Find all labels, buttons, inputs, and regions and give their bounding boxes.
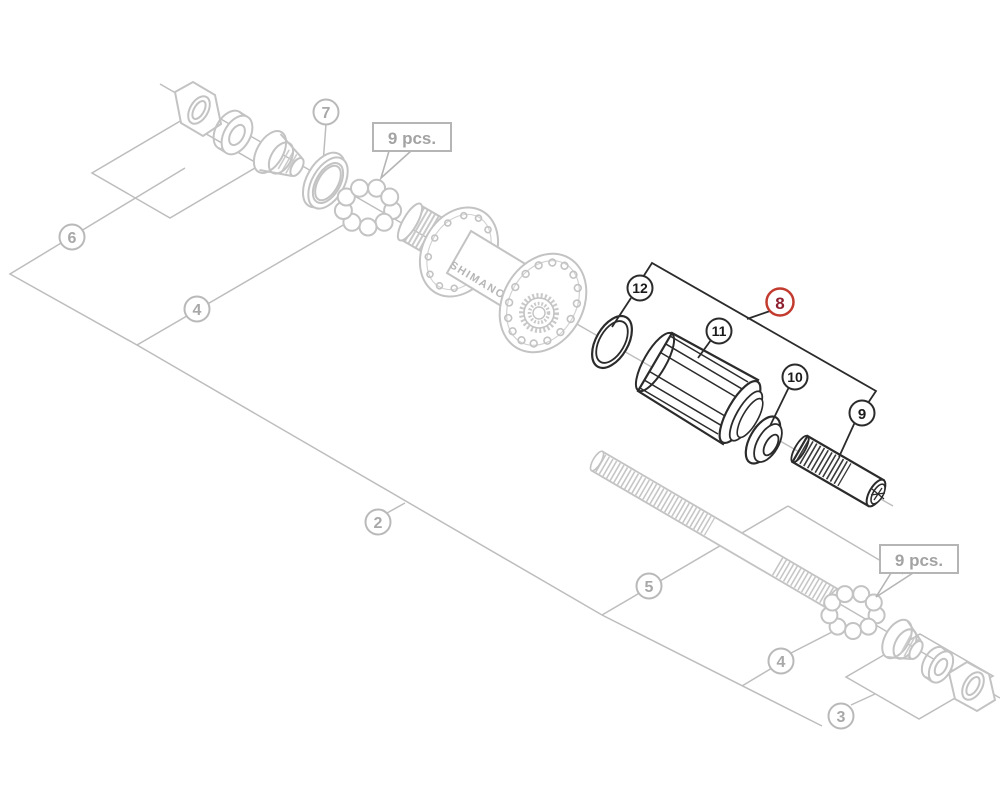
axle: [589, 450, 841, 610]
svg-text:6: 6: [68, 230, 77, 247]
lock-nut-left: [173, 80, 223, 138]
hub-ratchet-ring: [519, 293, 559, 333]
callout-9-stem: [838, 421, 856, 458]
callout-10-stem: [769, 386, 790, 427]
svg-text:2: 2: [374, 515, 383, 532]
axle-thread-right: [771, 557, 836, 606]
cone-right: [881, 618, 924, 661]
callout-12: 12: [626, 274, 654, 302]
group-bracket-8: [611, 261, 878, 458]
ball-retainer-left: [333, 178, 403, 237]
callout-5: 5: [635, 572, 663, 600]
svg-text:12: 12: [632, 280, 648, 296]
svg-text:4: 4: [777, 654, 786, 671]
hub-body: SHIMANO: [396, 202, 588, 354]
callouts-dark: 12 11 10 9: [626, 274, 876, 427]
callout-3-stem: [850, 693, 876, 706]
washer-10: [744, 415, 783, 465]
svg-text:5: 5: [645, 579, 654, 596]
callout-3: 3: [827, 702, 855, 730]
svg-text:10: 10: [787, 369, 803, 385]
quantity-label-top: 9 pcs.: [372, 122, 452, 181]
washer-left: [212, 109, 254, 156]
freehub-body: [634, 331, 764, 446]
callout-11: 11: [705, 317, 733, 345]
svg-text:9: 9: [858, 406, 866, 423]
callout-6: 6: [58, 223, 86, 251]
callout-4b-stem: [741, 667, 773, 687]
callout-4b-pointer: [790, 629, 837, 654]
callout-9: 9: [848, 399, 876, 427]
callout-8-stem: [746, 310, 771, 320]
callout-7: 7: [312, 98, 340, 126]
quantity-label-bottom: 9 pcs.: [875, 544, 959, 598]
axle-thread-left: [594, 454, 716, 536]
quantity-label-text: 9 pcs.: [895, 551, 943, 570]
ball-retainer-right: [820, 585, 886, 640]
svg-text:4: 4: [193, 302, 202, 319]
callout-2: 2: [364, 508, 392, 536]
callout-10: 10: [781, 363, 809, 391]
callout-12-stem: [611, 297, 632, 328]
svg-text:3: 3: [837, 709, 846, 726]
callout-8-highlight: 8: [765, 287, 795, 317]
callout-2-stem: [386, 502, 406, 514]
leader-line-5: [601, 505, 789, 616]
svg-text:7: 7: [322, 105, 331, 122]
callout-4: 4: [183, 295, 211, 323]
cone-left: [252, 130, 305, 178]
bolt-internal-splines: [870, 487, 886, 501]
callout-11-stem: [697, 339, 712, 359]
quantity-label-text: 9 pcs.: [388, 129, 436, 148]
callout-4b: 4: [767, 647, 795, 675]
svg-text:8: 8: [775, 294, 784, 313]
callouts-muted: 6 4 7 2 5 4 3: [58, 98, 855, 730]
fixing-bolt: [790, 434, 887, 508]
lock-nut-right: [947, 660, 997, 713]
seal-ring-12: [591, 314, 633, 370]
rotor-mount-cap: [396, 202, 424, 242]
leader-line-6-4: [8, 167, 346, 346]
svg-text:11: 11: [712, 323, 727, 339]
